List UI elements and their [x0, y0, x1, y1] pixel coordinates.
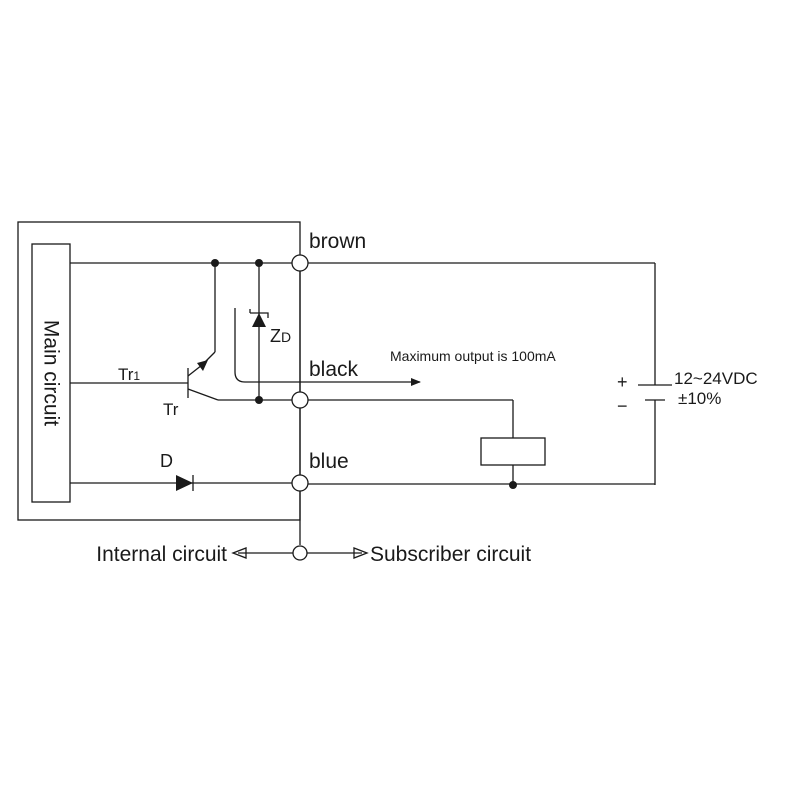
brown-wire-label: brown [309, 230, 366, 253]
zener-diode-icon [252, 313, 266, 327]
zener-label: ZD [270, 326, 291, 346]
junction-dot-brown-2 [255, 259, 263, 267]
boundary-terminal [292, 545, 308, 561]
output-note: Maximum output is 100mA [390, 348, 556, 364]
main-circuit-block [31, 243, 71, 503]
diode-label: D [160, 451, 173, 471]
internal-arrow-icon [231, 547, 247, 559]
junction-dot-black [255, 396, 263, 404]
junction-dot-blue [509, 481, 517, 489]
diode-icon [176, 475, 193, 491]
tr-label: Tr [163, 400, 179, 419]
subscriber-circuit-label: Subscriber circuit [370, 543, 531, 566]
black-wire-label: black [309, 358, 359, 381]
supply-plus-sign: + [617, 372, 628, 392]
blue-wire-label: blue [309, 450, 349, 473]
tr-emitter-arrow [197, 360, 208, 371]
tr-emitter-leg [187, 364, 203, 377]
blue-terminal [291, 474, 309, 492]
main-circuit-label: Main circuit [40, 320, 63, 426]
supply-voltage-label: 12~24VDC [674, 369, 758, 388]
subscriber-arrow-icon [353, 547, 369, 559]
supply-tolerance-label: ±10% [678, 389, 721, 408]
zener-bar [250, 312, 269, 318]
tr-collector-leg [187, 388, 219, 401]
brown-terminal [291, 254, 309, 272]
tr1-label: Tr1 [118, 365, 140, 384]
tr-emitter-lead [204, 351, 216, 363]
supply-minus-sign: − [617, 396, 628, 416]
black-terminal [291, 391, 309, 409]
internal-circuit-label: Internal circuit [96, 543, 227, 566]
load-resistor [480, 437, 546, 466]
junction-dot-brown-1 [211, 259, 219, 267]
output-current-arrow [234, 308, 421, 386]
